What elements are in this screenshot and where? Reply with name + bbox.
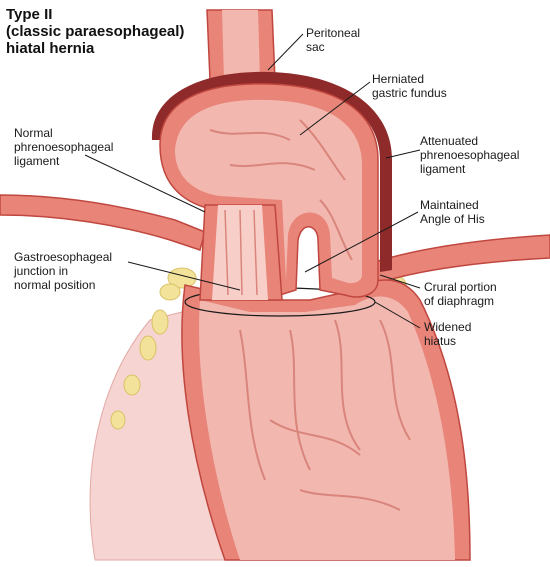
label-herniated-gastric-fundus: Herniated gastric fundus <box>372 72 447 100</box>
fundus-folds <box>209 119 353 261</box>
rugal-folds <box>239 319 411 511</box>
label-attenuated-phrenoesophageal-ligament: Attenuated phrenoesophageal ligament <box>420 134 520 176</box>
diagram-title: Type II (classic paraesophageal) hiatal … <box>6 6 185 57</box>
label-widened-hiatus: Widened hiatus <box>424 320 472 348</box>
label-peritoneal-sac: Peritoneal sac <box>306 26 361 54</box>
stomach-body-mucosa <box>199 296 455 560</box>
diaphragm-right <box>364 234 550 286</box>
herniated-fundus-mucosa <box>175 99 362 284</box>
label-gastroesophageal-junction: Gastroesophageal junction in normal posi… <box>14 250 113 292</box>
label-normal-phrenoesophageal-ligament: Normal phrenoesophageal ligament <box>14 126 114 168</box>
label-crural-portion-of-diaphragm: Crural portion of diaphragm <box>424 280 497 308</box>
esophagus-lower-folds <box>224 209 258 296</box>
diaphragm-left <box>0 194 206 251</box>
label-maintained-angle-of-his: Maintained Angle of His <box>420 198 485 226</box>
esophagus-top-lumen <box>222 10 260 80</box>
pointer-lines <box>84 33 421 329</box>
